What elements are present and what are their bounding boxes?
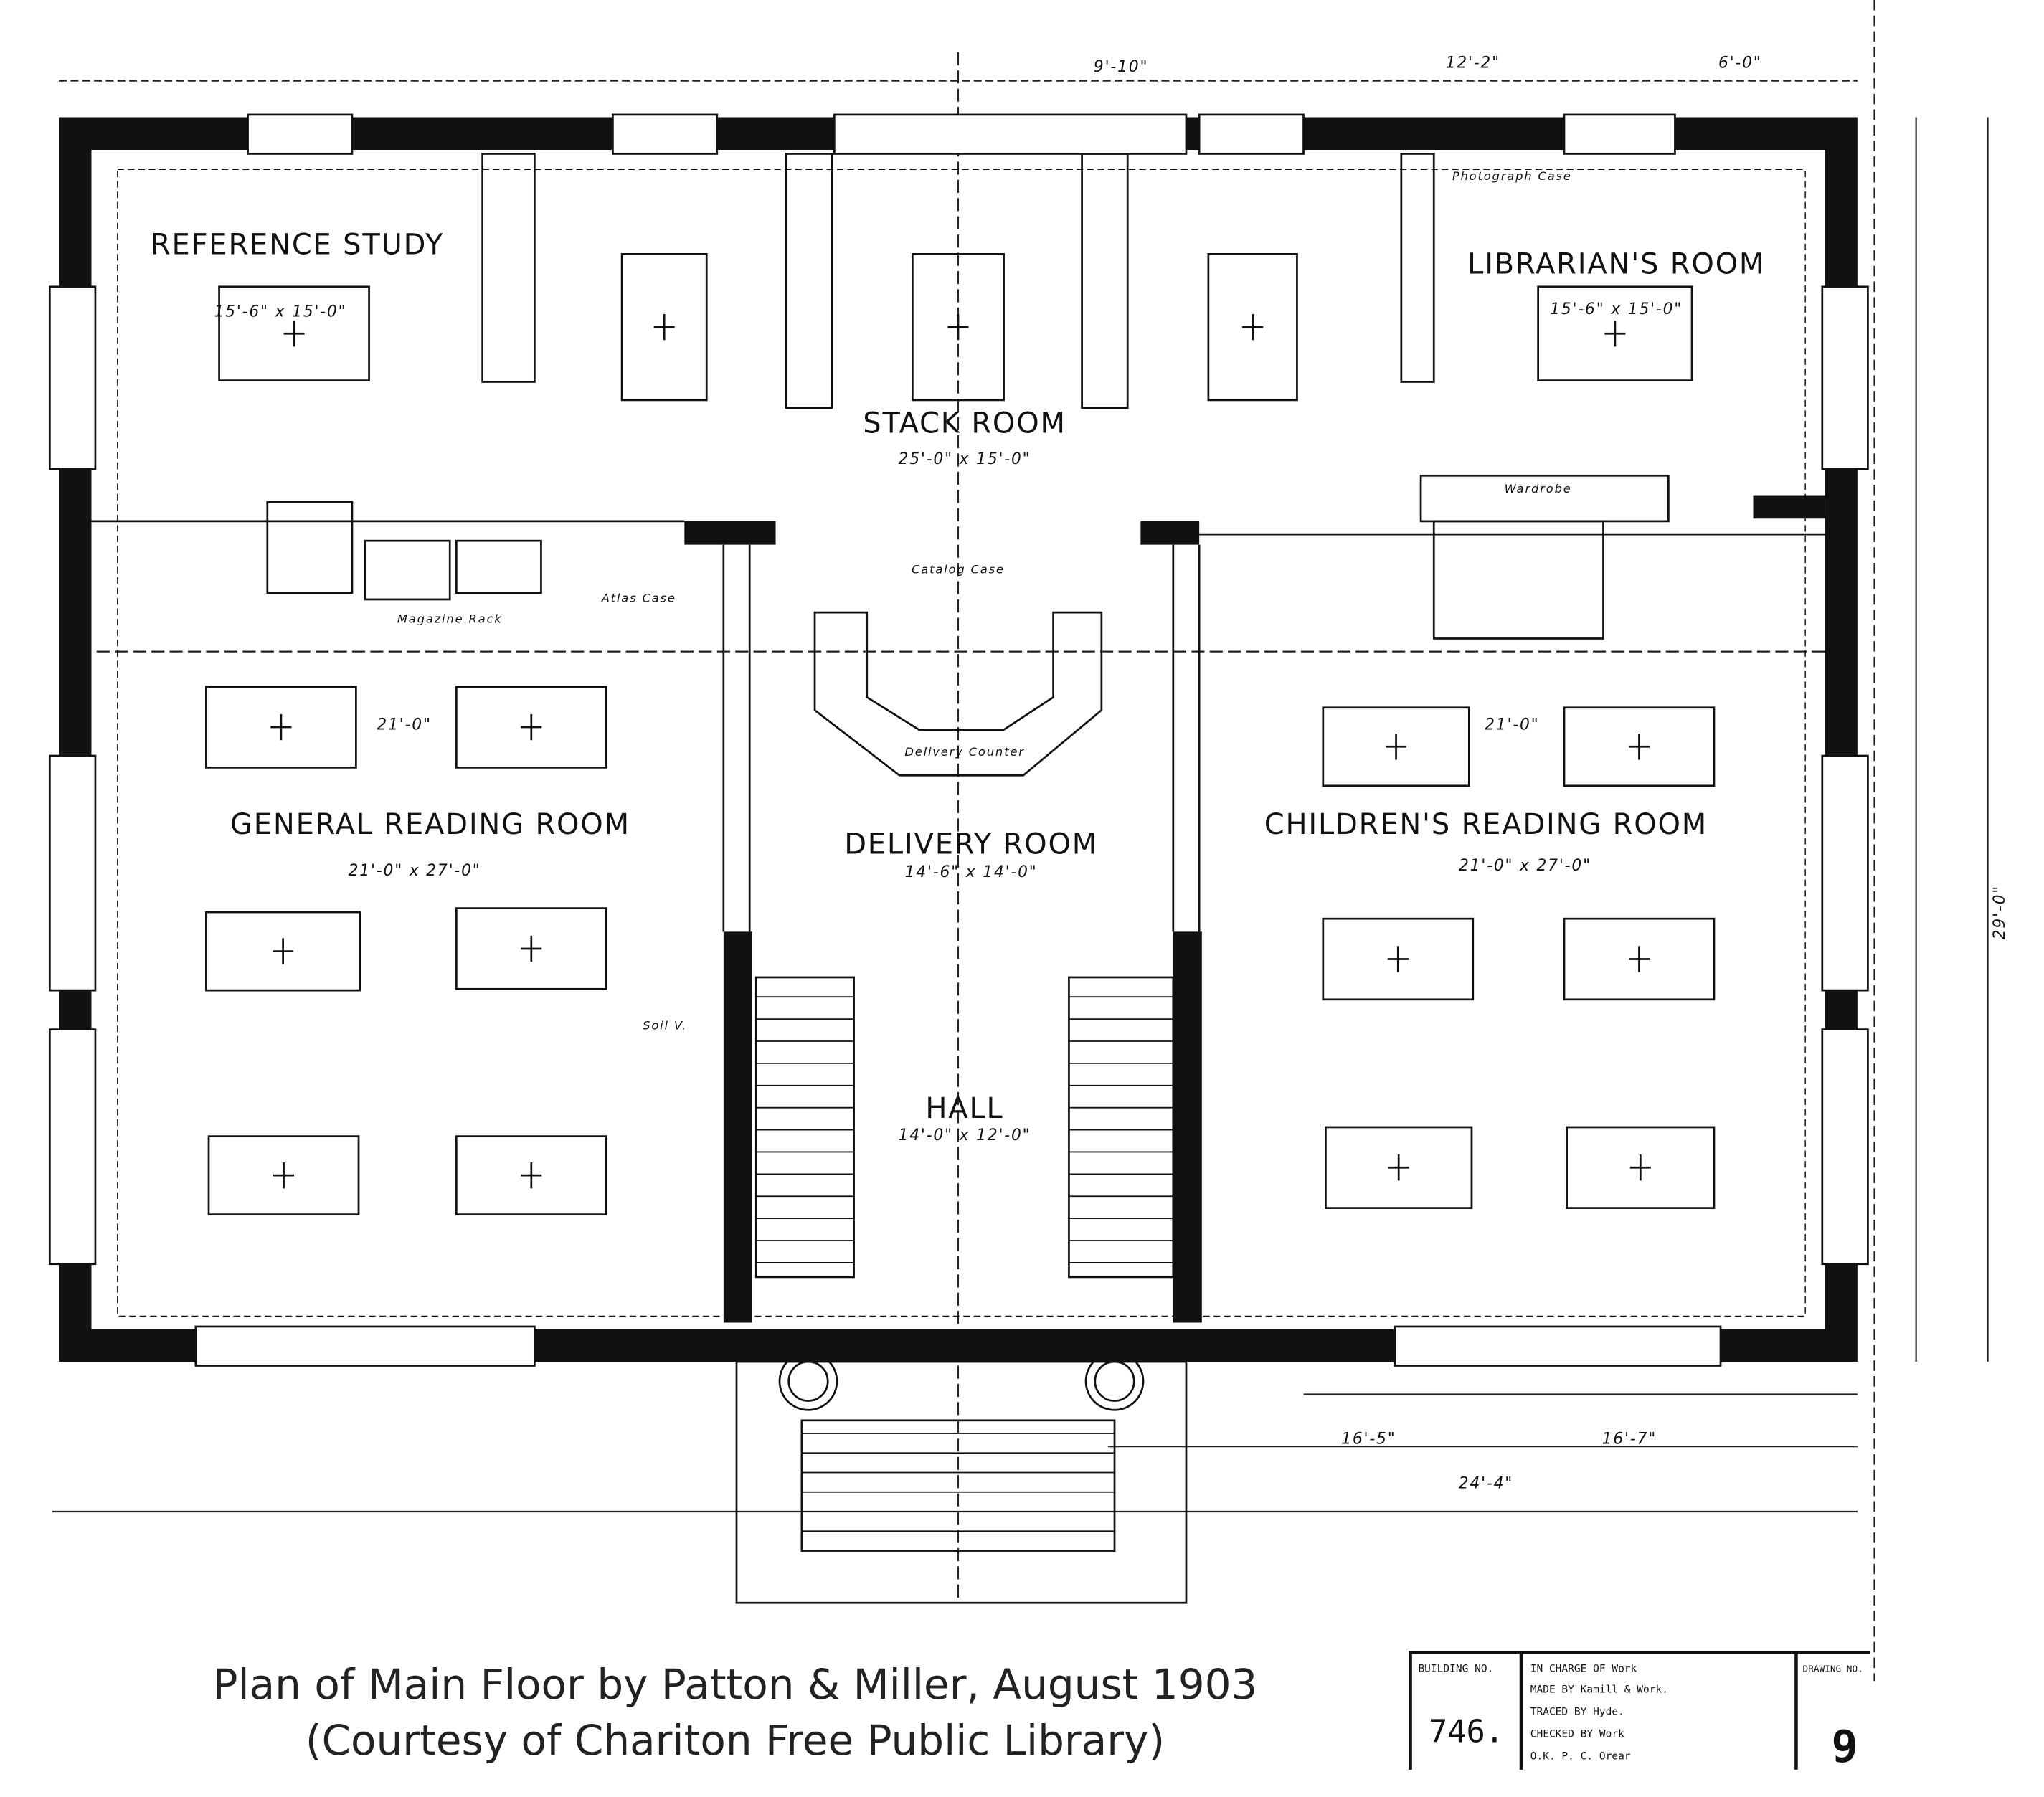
dim-top-c: 6'-0": [1718, 54, 1762, 72]
light-fixture-icon: [947, 313, 969, 341]
room-label-reference: REFERENCE STUDY: [151, 228, 444, 261]
reading-table: [455, 907, 607, 990]
caption: Plan of Main Floor by Patton & Miller, A…: [108, 1656, 1363, 1768]
room-label-general: GENERAL READING ROOM: [230, 808, 630, 841]
reading-table: [455, 686, 607, 769]
room-size-general: 21'-0" x 27'-0": [349, 862, 481, 880]
reading-table: [1566, 1126, 1716, 1209]
stair-treads: [756, 996, 1173, 1532]
light-fixture-icon: [1604, 321, 1626, 347]
reading-table: [1537, 285, 1693, 382]
dim-front-right: 16'-7": [1602, 1431, 1657, 1448]
dim-front-left: 16'-5": [1341, 1431, 1396, 1448]
reading-table: [1322, 706, 1470, 787]
caption-line-2: (Courtesy of Chariton Free Public Librar…: [305, 1716, 1165, 1765]
light-fixture-icon: [521, 713, 542, 741]
room-size-reference: 15'-6" x 15'-0": [214, 303, 346, 321]
dim-top-b: 12'-2": [1446, 54, 1500, 72]
light-fixture-icon: [1386, 734, 1407, 760]
note-photograph-case: Photograph Case: [1452, 169, 1572, 183]
partitions: [91, 153, 1825, 1604]
note-catalog-case: Catalog Case: [912, 563, 1005, 577]
reading-table: [1207, 253, 1298, 402]
reading-table: [205, 686, 357, 769]
checked-by: CHECKED BY Work: [1530, 1728, 1624, 1740]
light-fixture-icon: [270, 713, 292, 741]
in-charge: IN CHARGE OF Work: [1530, 1664, 1637, 1675]
room-size-children: 21'-0" x 27'-0": [1459, 857, 1591, 875]
note-magazine-rack: Magazine Rack: [397, 612, 503, 626]
exterior-walls: [48, 113, 1869, 1367]
room-label-delivery: DELIVERY ROOM: [844, 828, 1098, 860]
drawing-label: DRAWING NO.: [1803, 1664, 1863, 1674]
building-label: BUILDING NO.: [1418, 1664, 1493, 1675]
light-fixture-icon: [521, 935, 542, 962]
reading-table: [207, 1135, 360, 1216]
room-size-delivery: 14'-6" x 14'-0": [905, 863, 1038, 881]
light-fixture-icon: [1387, 946, 1409, 972]
dim-right-width: 21'-0": [1485, 716, 1539, 734]
drawing-number: 9: [1832, 1721, 1858, 1773]
dim-porch: 24'-4": [1459, 1474, 1513, 1492]
reading-table: [205, 911, 361, 992]
light-fixture-icon: [273, 938, 294, 964]
light-fixture-icon: [653, 313, 675, 341]
light-fixture-icon: [1242, 313, 1264, 341]
light-fixture-icon: [1628, 946, 1650, 972]
interior-walls: [684, 495, 1825, 1323]
light-fixture-icon: [1629, 1154, 1651, 1181]
light-fixture-icon: [1388, 1154, 1409, 1181]
note-wardrobe: Wardrobe: [1505, 482, 1572, 496]
tables: [205, 253, 1716, 1216]
note-atlas-case: Atlas Case: [601, 592, 676, 605]
reading-table: [455, 1135, 607, 1216]
room-label-librarian: LIBRARIAN'S ROOM: [1467, 248, 1765, 281]
reading-table: [1563, 917, 1716, 1001]
note-soil: Soil V.: [643, 1019, 687, 1033]
room-size-hall: 14'-0" x 12'-0": [899, 1127, 1031, 1144]
dim-top-a: 9'-10": [1094, 58, 1148, 76]
title-block: BUILDING NO. 746. IN CHARGE OF Work MADE…: [1409, 1651, 1871, 1773]
dim-overall-depth: 29'-0": [1991, 885, 2009, 939]
light-fixture-icon: [273, 1162, 295, 1189]
reading-table: [1563, 706, 1716, 787]
room-label-hall: HALL: [925, 1092, 1003, 1125]
light-fixture-icon: [283, 321, 305, 347]
room-label-children: CHILDREN'S READING ROOM: [1264, 808, 1708, 841]
building-number: 746.: [1429, 1715, 1504, 1750]
reading-table: [1325, 1126, 1473, 1209]
reading-table: [1322, 917, 1475, 1001]
light-fixture-icon: [521, 1162, 542, 1189]
light-fixture-icon: [1628, 734, 1650, 760]
made-by: MADE BY Kamill & Work.: [1530, 1684, 1668, 1696]
traced-by: TRACED BY Hyde.: [1530, 1707, 1624, 1718]
caption-line-1: Plan of Main Floor by Patton & Miller, A…: [212, 1660, 1258, 1709]
ok-by: O.K. P. C. Orear: [1530, 1750, 1631, 1762]
room-size-stack: 25'-0" x 15'-0": [899, 450, 1031, 468]
reading-table: [911, 253, 1005, 402]
reading-table: [620, 253, 708, 402]
room-size-librarian: 15'-6" x 15'-0": [1550, 300, 1683, 318]
reading-table: [218, 285, 370, 382]
note-delivery-counter: Delivery Counter: [904, 745, 1024, 759]
room-label-stack: STACK ROOM: [863, 407, 1066, 440]
dim-left-width: 21'-0": [377, 716, 431, 734]
